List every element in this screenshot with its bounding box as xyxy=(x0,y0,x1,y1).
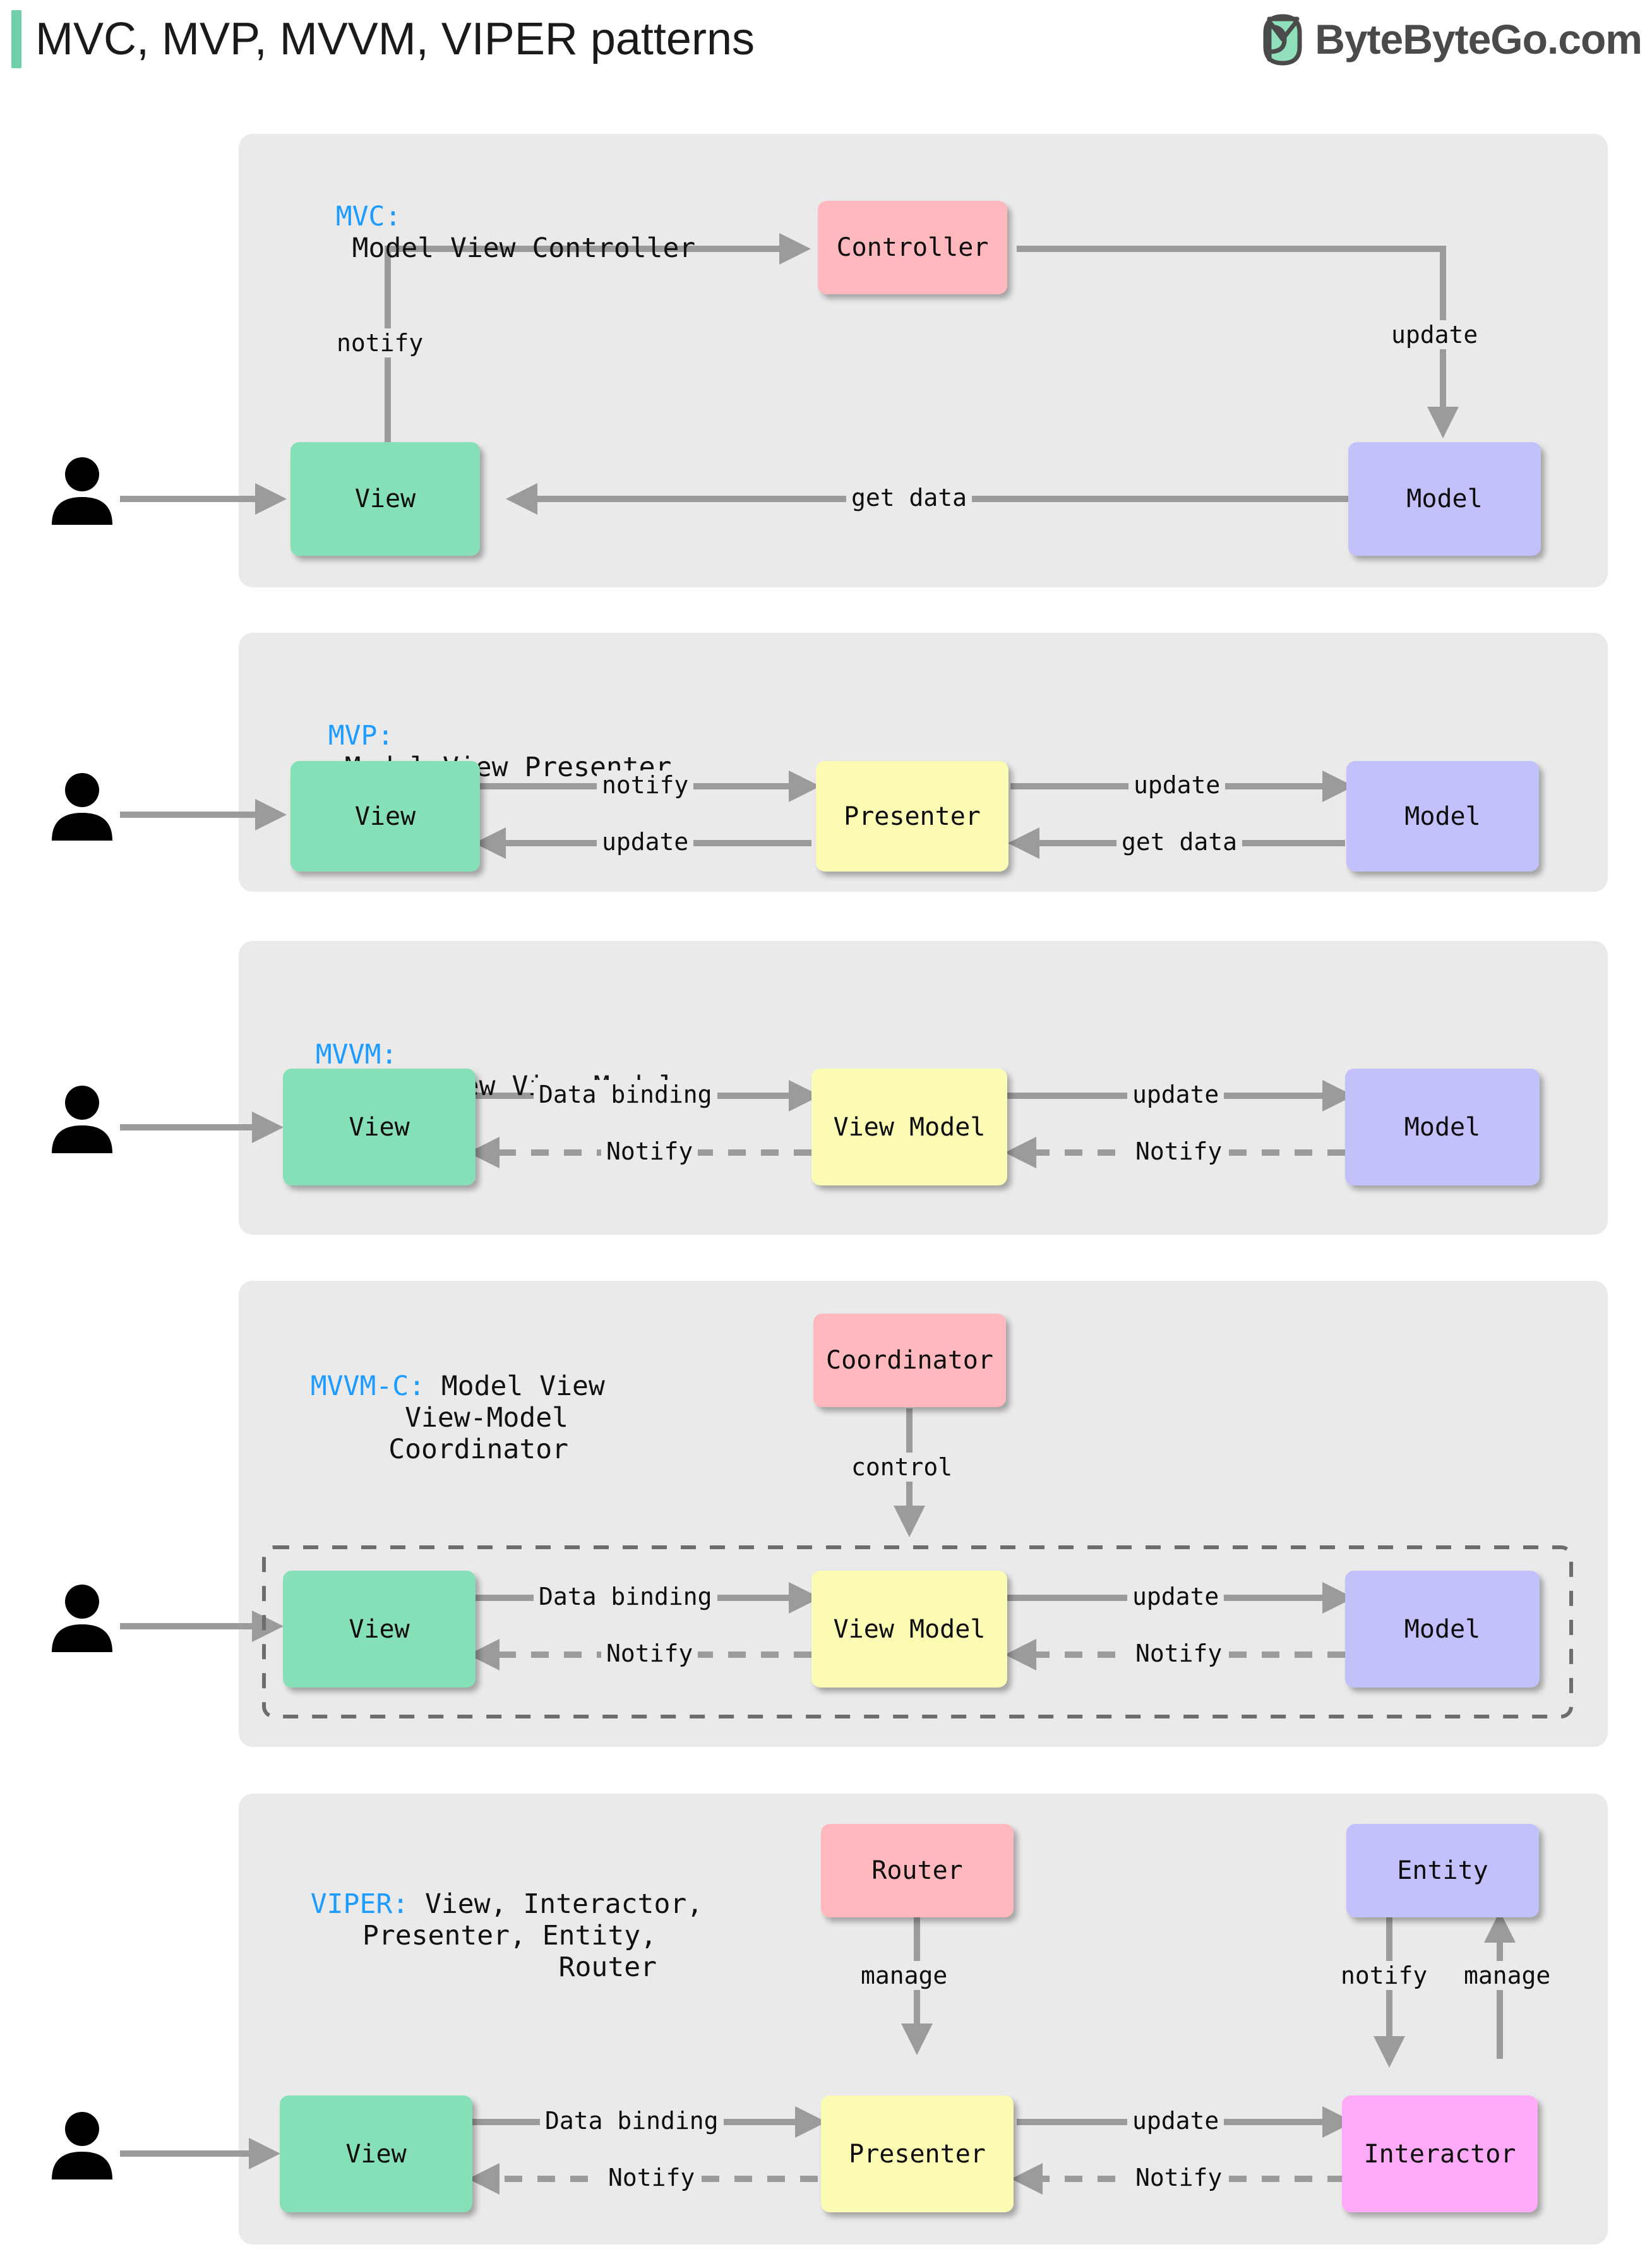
section-acronym: MVP: xyxy=(328,720,394,752)
edge-label-notify: notify xyxy=(1336,1961,1433,1990)
node-model[interactable]: Model xyxy=(1348,442,1541,556)
user-icon xyxy=(52,1086,112,1153)
node-view[interactable]: View xyxy=(283,1571,476,1688)
section-acronym: MVVM-C: xyxy=(310,1370,425,1402)
edge-label-data-binding: Data binding xyxy=(534,1582,717,1611)
edge-label-notify: Notify xyxy=(1130,1639,1228,1668)
edge-label-get-data: get data xyxy=(846,483,973,512)
user-icon xyxy=(52,773,112,841)
edge-label-update: update xyxy=(1386,320,1483,349)
node-view-model[interactable]: View Model xyxy=(811,1571,1007,1688)
edge-label-notify: notify xyxy=(597,770,694,800)
section-expansion: Model View Controller xyxy=(335,232,696,264)
user-icon xyxy=(52,1585,112,1652)
edge-label-control: control xyxy=(846,1453,958,1482)
node-presenter[interactable]: Presenter xyxy=(821,2095,1014,2212)
node-entity[interactable]: Entity xyxy=(1346,1824,1539,1917)
node-interactor[interactable]: Interactor xyxy=(1342,2095,1538,2212)
bytebytego-logo-icon xyxy=(1263,14,1302,66)
edge-label-notify: Notify xyxy=(1130,1137,1228,1166)
section-acronym: VIPER: xyxy=(310,1888,409,1920)
node-coordinator[interactable]: Coordinator xyxy=(813,1314,1006,1407)
edge-label-manage: manage xyxy=(1459,1961,1556,1990)
edge-label-data-binding: Data binding xyxy=(540,2106,724,2135)
edge-label-notify: Notify xyxy=(1130,2163,1228,2192)
brand-name: ByteByteGo.com xyxy=(1315,16,1643,63)
page-title: MVC, MVP, MVVM, VIPER patterns xyxy=(35,14,755,64)
section-acronym: MVVM: xyxy=(315,1039,398,1070)
title-accent-bar xyxy=(11,10,21,68)
node-view[interactable]: View xyxy=(283,1069,476,1185)
edge-label-data-binding: Data binding xyxy=(534,1080,717,1109)
section-title-viper: VIPER: View, Interactor,Presenter, Entit… xyxy=(278,1857,703,1983)
node-view[interactable]: View xyxy=(280,2095,472,2212)
edge-label-update: update xyxy=(1127,1080,1224,1109)
node-view-model[interactable]: View Model xyxy=(811,1069,1007,1185)
edge-label-update: update xyxy=(597,827,694,856)
section-expansion: View, Interactor,Presenter, Entity,Route… xyxy=(362,1888,703,1983)
node-model[interactable]: Model xyxy=(1345,1571,1540,1688)
node-view[interactable]: View xyxy=(290,761,480,872)
section-title-mvc: MVC: Model View Controller xyxy=(303,169,696,264)
brand-logo: ByteByteGo.com xyxy=(1259,11,1643,67)
node-presenter[interactable]: Presenter xyxy=(816,761,1009,872)
edge-label-notify: Notify xyxy=(601,1639,698,1668)
edge-label-update: update xyxy=(1127,1582,1224,1611)
edge-label-update: update xyxy=(1128,770,1226,800)
edge-label-notify: notify xyxy=(332,328,429,357)
page-header: MVC, MVP, MVVM, VIPER patterns ByteByteG… xyxy=(0,0,1652,101)
node-view[interactable]: View xyxy=(290,442,480,556)
edge-label-notify: Notify xyxy=(601,1137,698,1166)
edge-label-get-data: get data xyxy=(1116,827,1243,856)
node-controller[interactable]: Controller xyxy=(818,201,1007,294)
edge-label-notify: Notify xyxy=(603,2163,700,2192)
user-icon xyxy=(52,457,112,525)
edge-label-update: update xyxy=(1127,2106,1224,2135)
node-model[interactable]: Model xyxy=(1345,1069,1540,1185)
node-model[interactable]: Model xyxy=(1346,761,1539,872)
edge-label-manage: manage xyxy=(856,1961,953,1990)
node-router[interactable]: Router xyxy=(821,1824,1014,1917)
section-acronym: MVC: xyxy=(335,201,402,232)
user-icon xyxy=(52,2112,112,2179)
